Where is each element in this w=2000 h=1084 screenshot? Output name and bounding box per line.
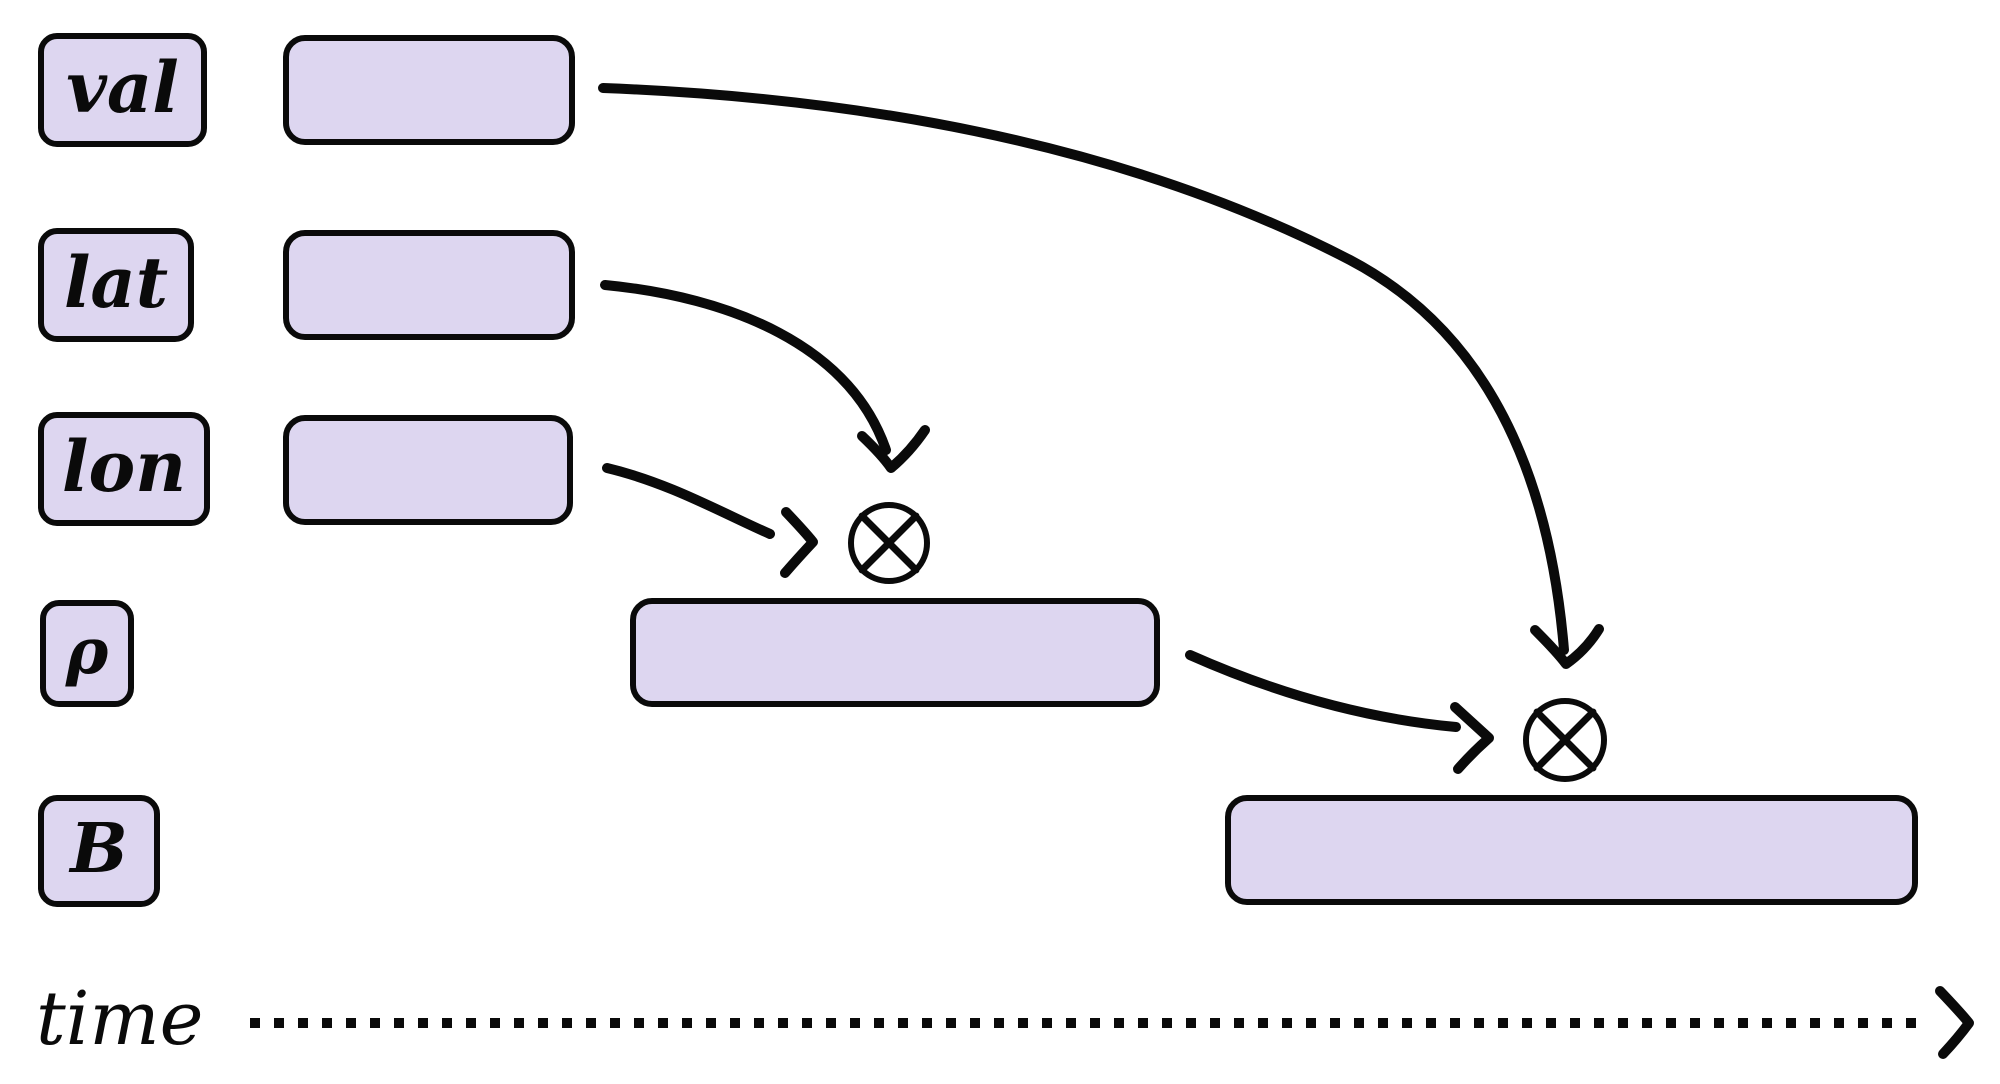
- lon-label: lon: [61, 425, 187, 508]
- lat-to-join1-arrow: [600, 280, 891, 455]
- otimes-cross-line: [858, 512, 920, 574]
- lon-label-box: lon: [38, 412, 210, 526]
- lon-arrowhead: [780, 507, 818, 578]
- val-to-join2-arrow: [598, 83, 1569, 655]
- val-arrowhead: [1530, 624, 1604, 669]
- rho-to-join2-arrow: [1185, 650, 1461, 732]
- rho-label-box: ρ: [40, 600, 134, 707]
- rho-label: ρ: [65, 613, 109, 689]
- otimes-operator-1: [848, 502, 930, 584]
- val-label-box: val: [38, 33, 207, 147]
- otimes-operator-2: [1523, 698, 1607, 782]
- lon-to-join1-arrow: [602, 463, 775, 539]
- rho-arrowhead: [1450, 702, 1494, 774]
- otimes-cross-line: [1533, 708, 1597, 772]
- lon-interval-bar: [283, 415, 573, 525]
- b-label-box: B: [38, 795, 160, 907]
- b-label: B: [70, 809, 128, 889]
- time-axis-label: time: [36, 976, 204, 1062]
- lat-label: lat: [63, 241, 169, 324]
- time-axis-arrowhead: [1935, 986, 1974, 1059]
- val-label: val: [66, 46, 179, 129]
- rho-interval-bar: [630, 598, 1160, 707]
- b-interval-bar: [1225, 795, 1918, 905]
- lat-label-box: lat: [38, 228, 194, 342]
- val-interval-bar: [283, 35, 575, 145]
- lat-arrowhead: [857, 425, 930, 473]
- lat-interval-bar: [283, 230, 575, 340]
